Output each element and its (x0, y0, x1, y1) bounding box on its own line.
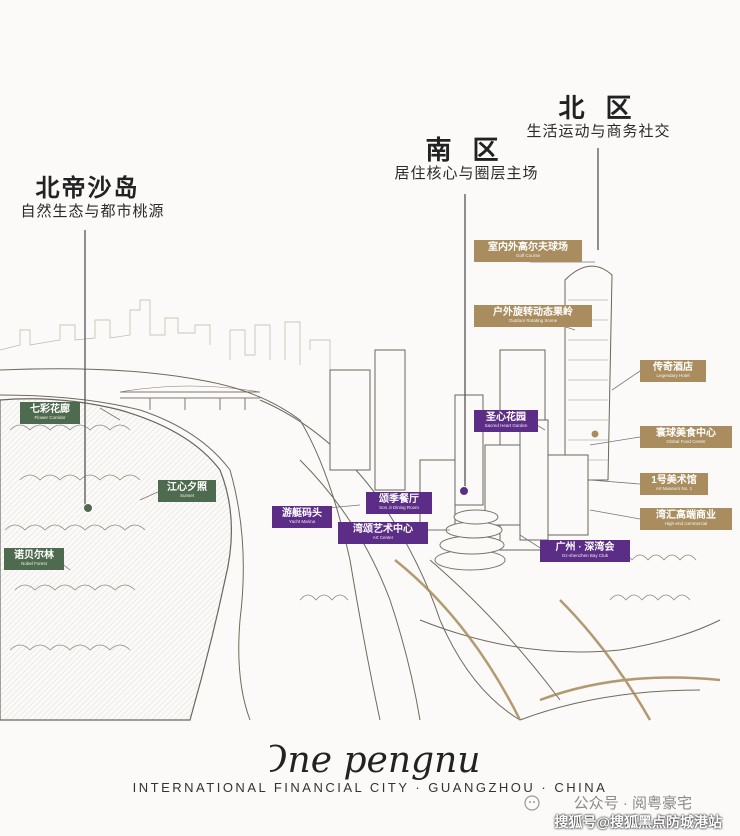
location-markers (83, 429, 600, 513)
roads (299, 459, 721, 721)
tag-cn: 颂季餐厅 (379, 493, 419, 505)
tag-cn: 湾颂艺术中心 (353, 523, 413, 535)
tag-cn: 七彩花廊 (30, 403, 70, 415)
tag-en: Sacred Heart Garden (484, 423, 528, 429)
tag-en: Outdoor Rotating Scene (508, 318, 558, 324)
tag-cn: 广州 · 深湾会 (555, 541, 615, 553)
tag-cn: 户外旋转动态果岭 (493, 306, 573, 318)
leader-lines (84, 148, 599, 505)
island-zone-subtitle: 自然生态与都市桃源 (20, 202, 165, 220)
tag-cn: 圣心花园 (486, 411, 526, 423)
watermark-sohu: 搜狐号@搜狐黑点防城港站 (554, 814, 722, 830)
south-zone-title: 南 区 (425, 136, 505, 166)
tag-en: Son Ji Dining Room (379, 505, 419, 511)
tag-en: Art Museum No. 1 (655, 486, 693, 492)
road-lines (394, 559, 721, 721)
tag-en: Golf Course (515, 253, 540, 259)
tag-cn: 寰球美食中心 (656, 427, 716, 439)
wechat-icon (524, 795, 540, 811)
brand-tagline: INTERNATIONAL FINANCIAL CITY · GUANGZHOU… (132, 780, 608, 795)
tag-en: Flower Corridor (34, 415, 66, 421)
brand-logo-text: One pengnui (270, 740, 480, 781)
tag-cn: 游艇码头 (282, 507, 322, 519)
tag-en: Yacht Marina (288, 519, 316, 525)
tag-cn: 湾汇高端商业 (656, 509, 716, 521)
tag-cn: 传奇酒店 (653, 361, 693, 373)
art-center-rings (434, 509, 506, 571)
tag-en: Legendary Hotel (656, 373, 690, 379)
island-zone-title: 北帝沙岛 (35, 173, 140, 202)
brand-logo-script: One pengnui (270, 740, 480, 781)
tag-en: High-end commercial (664, 521, 708, 527)
tag-en: Nobel Forest (21, 561, 47, 567)
tag-en: Gz-shenzhen Bay Club (561, 553, 609, 559)
tag-en: Art Center (372, 535, 394, 541)
bridge (119, 385, 261, 410)
tag-cn: 室内外高尔夫球场 (488, 241, 568, 253)
watermark-account: 公众号 · 阅粤豪宅 (573, 795, 692, 812)
far-skyline (0, 299, 331, 370)
south-zone-subtitle: 居住核心与圈层主场 (394, 164, 539, 182)
river-banks (0, 368, 521, 721)
tag-en: Sunset (179, 493, 194, 499)
tag-en: Global Food Center (666, 439, 706, 445)
tag-cn: 诺贝尔林 (14, 549, 54, 561)
north-zone-subtitle: 生活运动与商务社交 (526, 122, 671, 140)
tag-cn: 1号美术馆 (651, 474, 697, 486)
tag-cn: 江心夕照 (167, 481, 207, 493)
north-zone-title: 北 区 (558, 94, 638, 124)
